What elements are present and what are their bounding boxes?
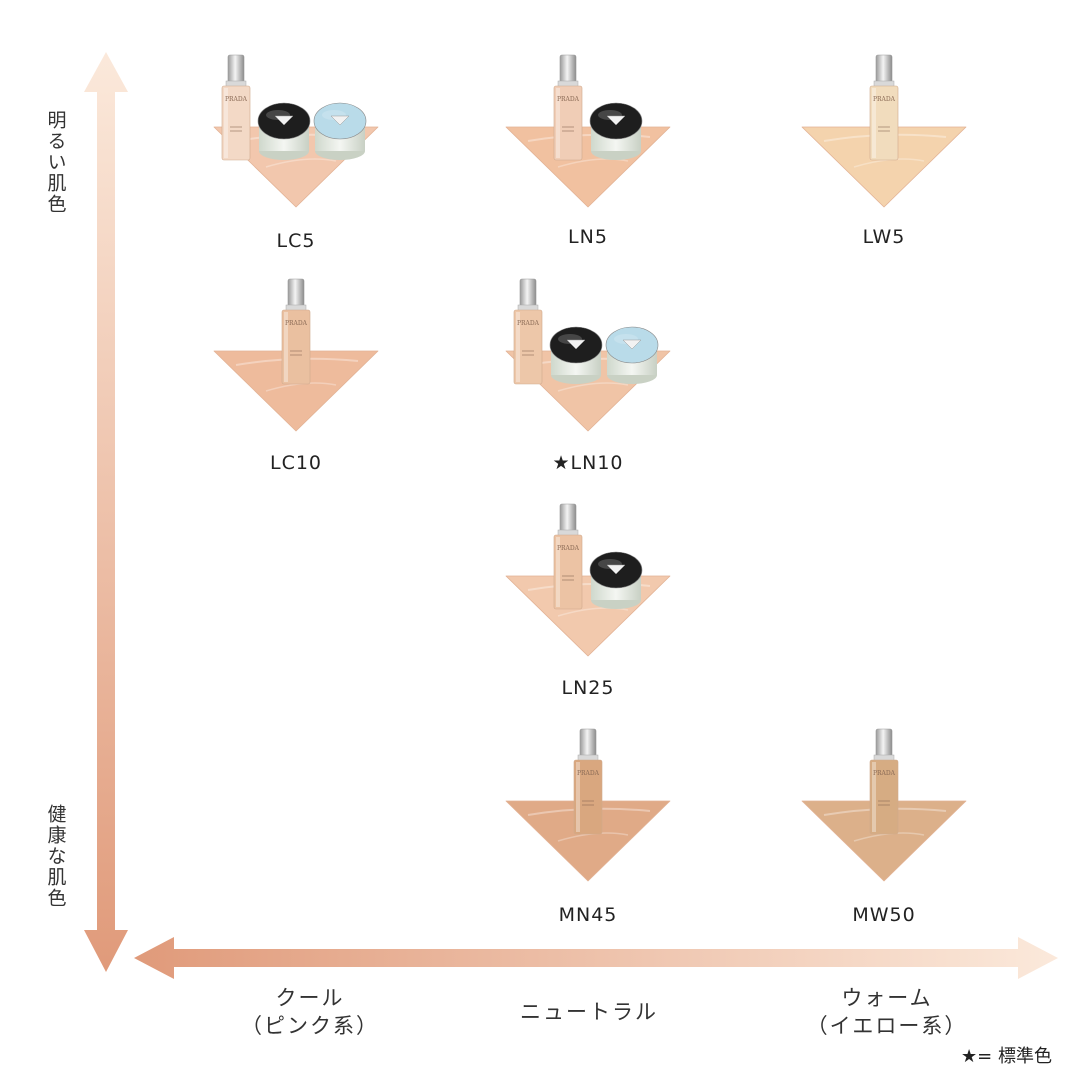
svg-text:PRADA: PRADA [285, 320, 308, 327]
shade-label: LC10 [269, 452, 323, 474]
shade-swatch-triangle [505, 126, 671, 208]
foundation-bottle: PRADA [869, 54, 899, 161]
shade-cell: PRADA [801, 728, 967, 882]
shade-swatch-triangle [505, 575, 671, 657]
shade-cell: PRADA [505, 503, 671, 657]
shade-label: ★LN10 [552, 452, 624, 474]
axis-label-healthy-skin: 健康な肌色 [44, 803, 67, 909]
svg-text:PRADA: PRADA [225, 96, 248, 103]
svg-text:PRADA: PRADA [557, 545, 580, 552]
vertical-axis-arrow [84, 52, 128, 972]
svg-text:PRADA: PRADA [873, 96, 896, 103]
axis-label-bright-skin: 明るい肌色 [44, 109, 67, 215]
svg-text:PRADA: PRADA [873, 770, 896, 777]
axis-label-cool: クール （ピンク系） [190, 984, 430, 1040]
foundation-bottle: PRADA [281, 278, 311, 385]
pressed-powder-compact [313, 102, 367, 160]
pressed-powder-compact [605, 326, 659, 384]
foundation-bottle: PRADA [553, 503, 583, 610]
svg-text:PRADA: PRADA [557, 96, 580, 103]
shade-label: LN5 [568, 226, 608, 248]
axis-label-cool-line2: （ピンク系） [241, 1014, 379, 1038]
horizontal-axis-arrow [134, 937, 1058, 979]
axis-label-neutral: ニュートラル [469, 998, 709, 1026]
shade-cell: PRADA [505, 54, 671, 208]
shade-label: MW50 [852, 904, 916, 926]
axis-label-warm-line1: ウォーム [841, 986, 933, 1010]
axis-label-warm-line2: （イエロー系） [806, 1014, 968, 1038]
loose-powder-jar [549, 326, 603, 384]
svg-text:PRADA: PRADA [577, 770, 600, 777]
foundation-bottle: PRADA [513, 278, 543, 385]
foundation-bottle: PRADA [553, 54, 583, 161]
svg-text:PRADA: PRADA [517, 320, 540, 327]
shade-label: LW5 [862, 226, 906, 248]
axis-label-warm: ウォーム （イエロー系） [767, 984, 1007, 1040]
loose-powder-jar [257, 102, 311, 160]
shade-cell: PRADA [801, 54, 967, 208]
loose-powder-jar [589, 551, 643, 609]
foundation-bottle: PRADA [221, 54, 251, 161]
shade-cell: PRADA [505, 278, 671, 432]
loose-powder-jar [589, 102, 643, 160]
axis-label-neutral-text: ニュートラル [520, 1000, 658, 1024]
shade-cell: PRADA [213, 278, 379, 432]
shade-label: LN25 [561, 677, 615, 699]
foundation-bottle: PRADA [869, 728, 899, 835]
shade-cell: PRADA [213, 54, 379, 208]
shade-label: LC5 [276, 230, 316, 252]
foundation-bottle: PRADA [573, 728, 603, 835]
shade-cell: PRADA [505, 728, 671, 882]
shade-label: MN45 [558, 904, 618, 926]
legend-standard-shade: ★= 標準色 [961, 1046, 1052, 1067]
axis-label-cool-line1: クール [275, 986, 345, 1010]
